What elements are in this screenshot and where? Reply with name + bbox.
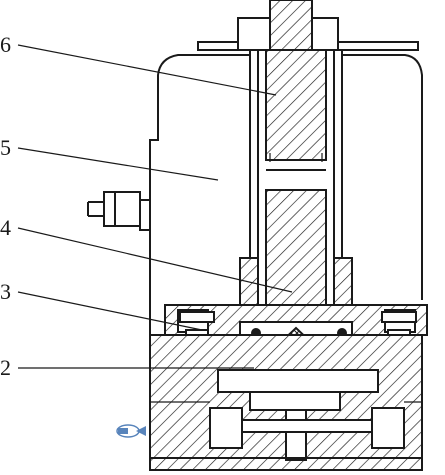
callout-2: 2 [0, 355, 11, 380]
callout-5: 5 [0, 135, 11, 160]
callout-3: 3 [0, 279, 11, 304]
callout-6: 6 [0, 32, 11, 57]
watermark-logo-icon [116, 424, 146, 438]
top-nut [197, 0, 419, 53]
valve-body [149, 334, 423, 471]
callout-4: 4 [0, 215, 11, 240]
tube-collar [239, 257, 353, 309]
connector-plug [87, 191, 141, 227]
callout-leaders [17, 44, 293, 369]
callout-labels: 6 5 4 3 2 [0, 32, 11, 380]
